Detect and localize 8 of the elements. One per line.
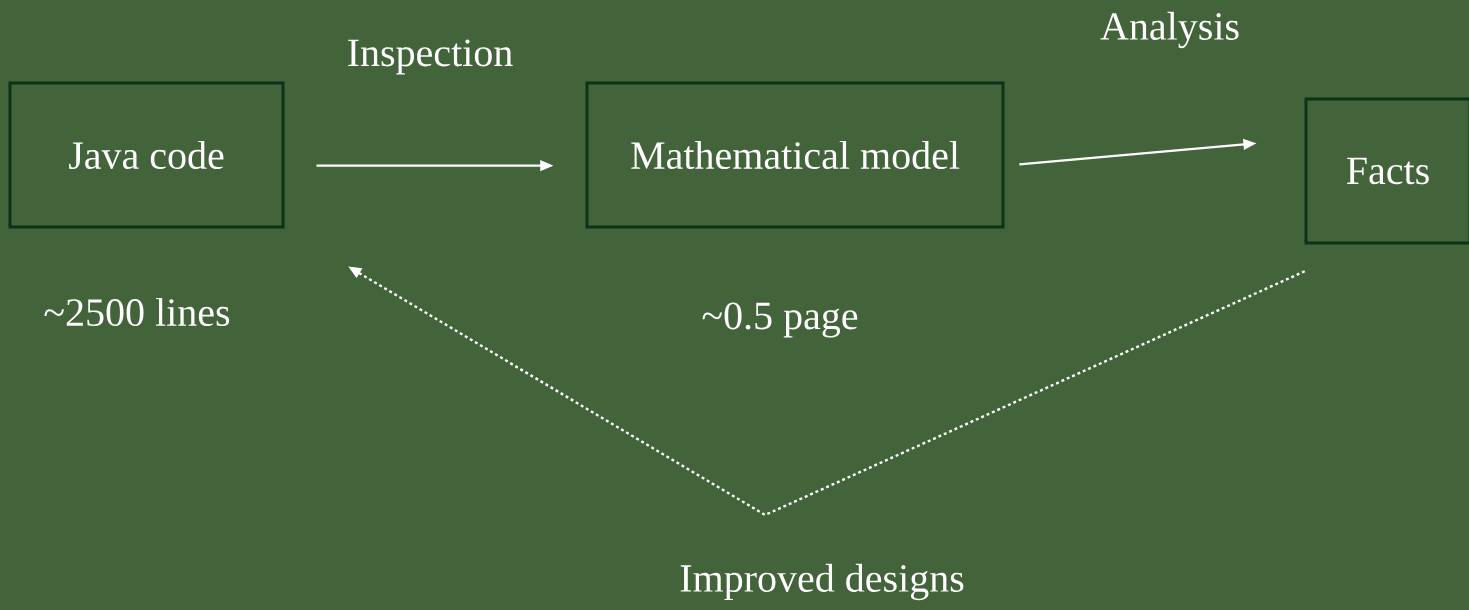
edge-label: Analysis: [1100, 11, 1239, 49]
process-box: Java code: [8, 81, 285, 229]
edge-label: Inspection: [348, 39, 513, 75]
edge-label: Improved designs: [680, 563, 964, 601]
size-note: ~2500 lines: [44, 297, 230, 327]
process-box: Mathematical model: [585, 81, 1005, 229]
size-note: ~0.5 page: [702, 302, 858, 338]
process-box: Facts: [1304, 97, 1469, 245]
